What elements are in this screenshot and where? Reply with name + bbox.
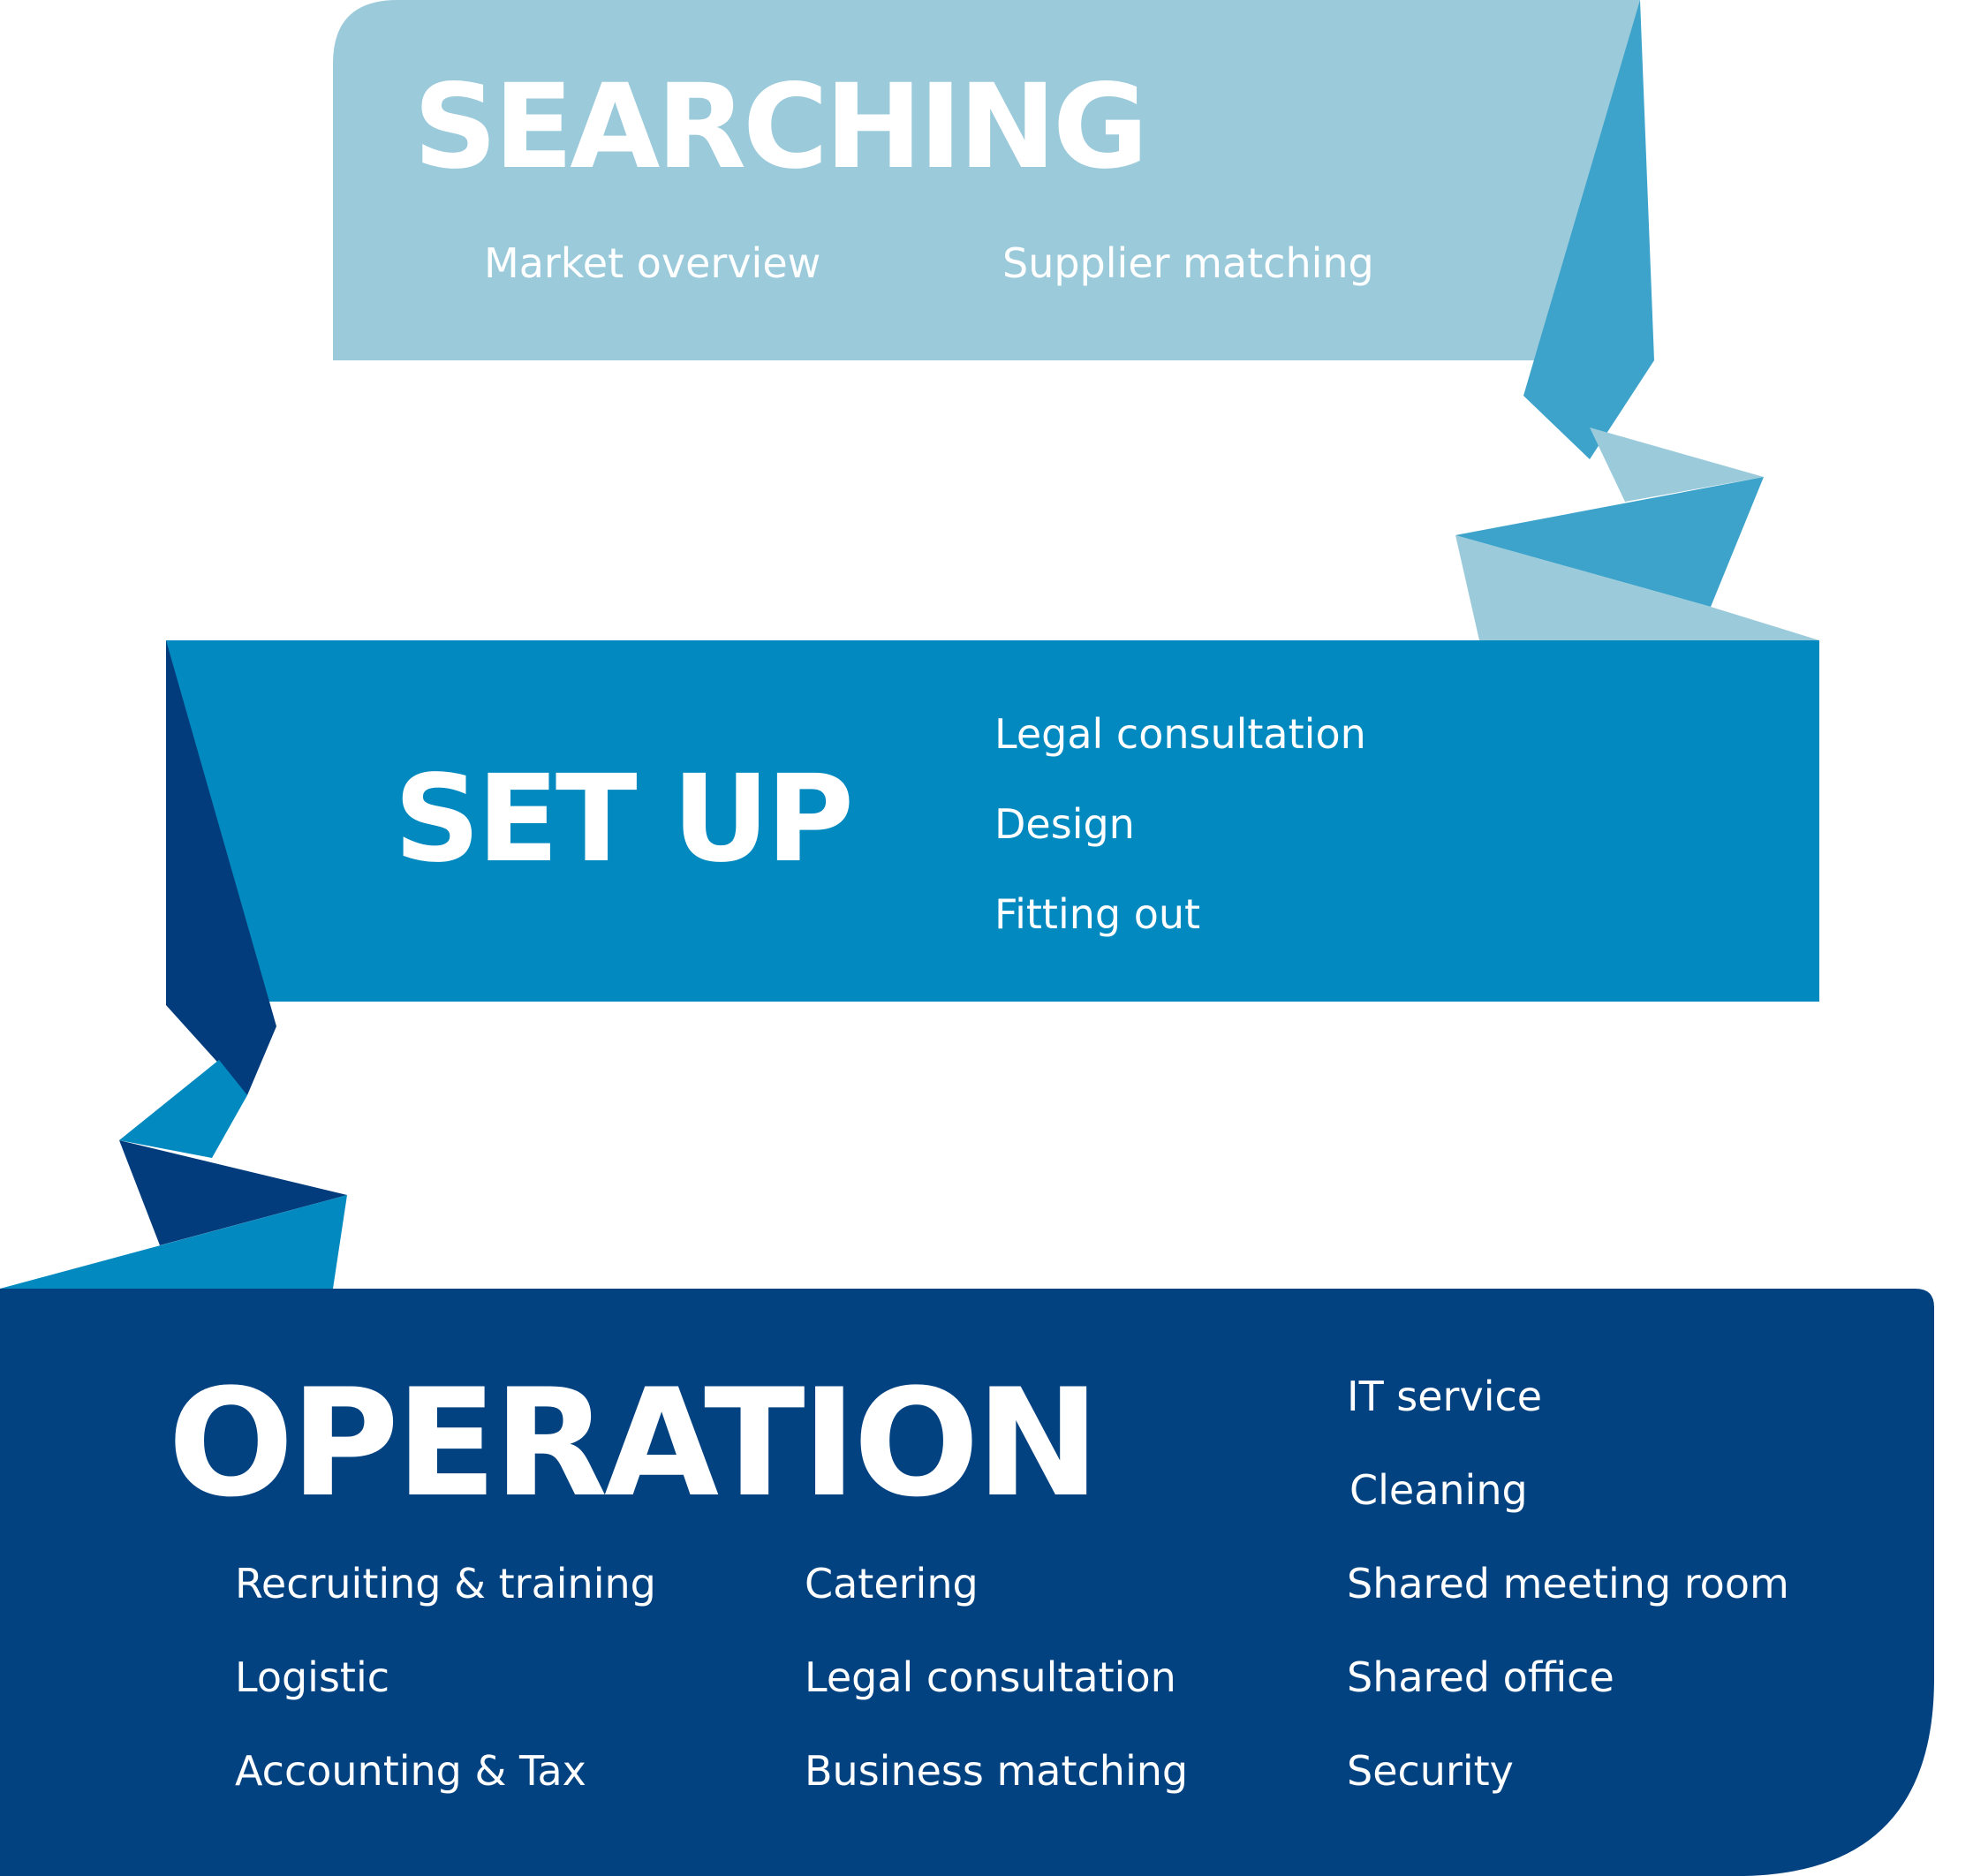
searching-title: SEARCHING [413, 59, 1148, 195]
searching-panel [333, 0, 1640, 360]
fold-strip-setup [119, 1060, 247, 1158]
setup-panel [166, 640, 1819, 1002]
operation-item-cleaning: Cleaning [1349, 1466, 1528, 1514]
operation-panel [0, 1289, 1934, 1876]
fold-strip-light-1 [1590, 427, 1764, 502]
searching-fold [1523, 0, 1654, 459]
operation-item-logistic: Logistic [235, 1653, 390, 1701]
operation-title: OPERATION [168, 1357, 1100, 1530]
fold-strip-light-2 [1455, 535, 1819, 640]
setup-item-fitting-out: Fitting out [994, 890, 1201, 938]
searching-item-supplier-matching: Supplier matching [1002, 239, 1374, 287]
operation-item-catering: Catering [805, 1560, 979, 1607]
operation-item-recruiting-training: Recruiting & training [235, 1560, 656, 1607]
setup-title: SET UP [394, 750, 854, 889]
fold-strip-setup-2 [0, 1195, 347, 1289]
setup-fold-dark [166, 640, 276, 1095]
searching-item-market-overview: Market overview [484, 239, 821, 287]
setup-item-design: Design [994, 800, 1135, 848]
fold-strip-dark [119, 1140, 347, 1245]
operation-item-shared-office: Shared office [1347, 1653, 1614, 1701]
operation-item-it-service: IT service [1347, 1373, 1543, 1420]
operation-item-security: Security [1347, 1747, 1514, 1795]
operation-item-legal-consultation: Legal consultation [805, 1653, 1176, 1701]
operation-item-accounting-tax: Accounting & Tax [235, 1747, 586, 1795]
operation-item-shared-meeting-room: Shared meeting room [1347, 1560, 1789, 1607]
fold-strip-mid-1 [1455, 477, 1764, 607]
setup-item-legal-consultation: Legal consultation [994, 710, 1366, 758]
operation-item-business-matching: Business matching [805, 1747, 1189, 1795]
